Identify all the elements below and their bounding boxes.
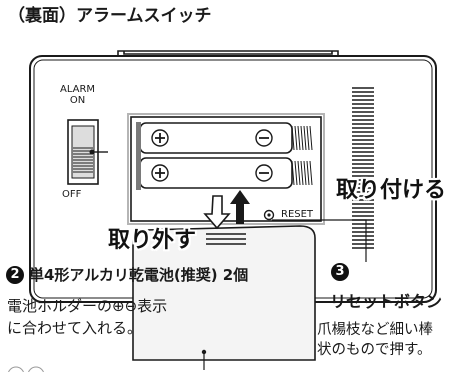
spring-contacts bbox=[291, 125, 313, 186]
alarm-off-label: OFF bbox=[62, 189, 82, 200]
next-step-markers bbox=[6, 362, 46, 372]
attach-label: 取り付ける bbox=[336, 178, 447, 203]
alarm-switch[interactable] bbox=[67, 119, 108, 185]
battery-2 bbox=[139, 157, 293, 189]
remove-arrow bbox=[203, 195, 231, 230]
step-number-battery: 2 bbox=[6, 266, 24, 284]
battery-heading: 単4形アルカリ乾電池(推奨) 2個 bbox=[29, 266, 249, 284]
battery-cover bbox=[132, 225, 316, 370]
cover-grip bbox=[206, 233, 246, 245]
reset-port-label: RESET bbox=[281, 209, 314, 220]
reset-description: 爪楊枝など細い棒 状のもので押す。 bbox=[317, 322, 433, 359]
reset-button[interactable] bbox=[263, 209, 275, 221]
speaker-grille bbox=[352, 87, 374, 249]
battery-1 bbox=[139, 122, 293, 154]
reset-heading: リセットボタン bbox=[330, 292, 443, 311]
attach-arrow bbox=[230, 190, 250, 224]
remove-label: 取り外す bbox=[108, 228, 197, 253]
alarm-on-label: ALARM ON bbox=[60, 84, 96, 106]
battery-description: 電池ホルダーの⊕⊖表示 に合わせて入れる。 bbox=[7, 297, 168, 337]
reset-leader bbox=[272, 219, 367, 262]
step-number-reset: 3 bbox=[331, 263, 349, 281]
page-title: （裏面）アラームスイッチ bbox=[8, 6, 212, 26]
